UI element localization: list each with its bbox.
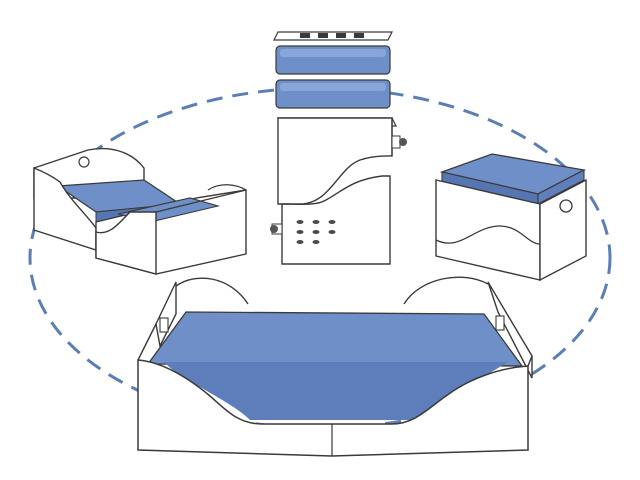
cushion-top <box>275 45 391 75</box>
slatted-board <box>273 31 393 41</box>
cushion-middle <box>275 79 391 109</box>
hinge-icon <box>159 317 169 333</box>
knob-icon <box>270 225 278 233</box>
lower-frame-half <box>270 175 391 265</box>
knob-icon <box>559 199 573 213</box>
chaise-configuration <box>33 147 247 275</box>
bed-configuration <box>137 276 533 457</box>
ottoman-configuration <box>435 153 587 282</box>
hinge-icon <box>495 315 505 331</box>
upper-frame-half <box>277 117 407 205</box>
knob-icon <box>399 138 407 146</box>
